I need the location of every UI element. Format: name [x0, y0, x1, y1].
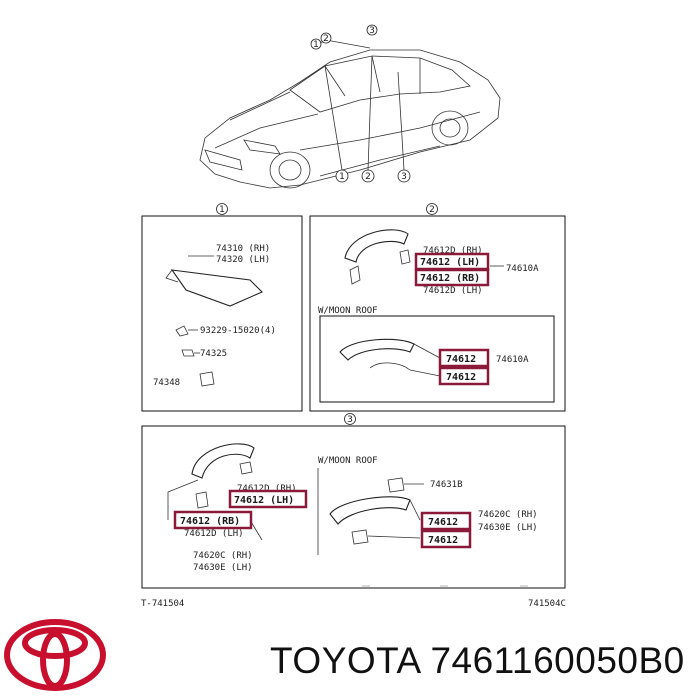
panel-3-highlight-lh [228, 489, 308, 509]
panel-1-label-93229: 93229-15020(4) [200, 326, 276, 336]
panel-2-label-74612-rb: 74612 (RB) [420, 273, 480, 284]
car-callout-top-3-text: 3 [369, 26, 375, 36]
figure-code-left: T-741504 [141, 599, 184, 609]
assist-grip-rear-part [191, 443, 255, 479]
panel-3-label-74620c: 74620C (RH) [193, 551, 253, 561]
panel-3-label-74612d-rh: 74612D (RH) [237, 484, 297, 494]
panel-3-label-74612-lh: 74612 (LH) [234, 495, 294, 506]
panel-3-highlight-rb [173, 510, 253, 530]
panel-1-frame [141, 215, 303, 412]
panel-3-sub-highlight-a [420, 511, 472, 531]
panel-2-sub-label-74610a: 74610A [496, 355, 529, 365]
panel-2: 2 74612D (RH) 74612 (LH) 74612 (RB) 7461… [309, 203, 566, 412]
car-callout-2-text: 2 [365, 172, 371, 182]
car-callout-top-2-text: 2 [323, 34, 329, 44]
panel-2-sub-highlight-a [438, 348, 490, 368]
panel-1-label-74310: 74310 (RH) [216, 244, 270, 254]
panel-3: 3 74612D (RH) 74612 (LH) 74612 (RB) 7461… [141, 413, 566, 589]
assist-grip-moonroof-part [339, 338, 415, 361]
panel-2-sub-highlight-b [438, 366, 490, 386]
car-callout-top-1: 1 [310, 38, 322, 50]
car-callout-1-text: 1 [339, 172, 345, 182]
car-callout-3: 3 [397, 169, 411, 183]
car-callout-1: 1 [335, 169, 349, 183]
panel-3-sub-label-74630e: 74630E (LH) [478, 523, 538, 533]
panel-2-sub-label-74612-a: 74612 [446, 354, 476, 365]
panel-3-ref: 3 [347, 415, 353, 425]
panel-1-label-74320: 74320 (LH) [216, 255, 270, 265]
panel-3-sub-label-74612-a: 74612 [428, 517, 458, 528]
panel-2-label-74610a: 74610A [506, 264, 539, 274]
assist-grip-part [344, 229, 409, 263]
panel-2-sub-frame [319, 315, 555, 403]
panel-2-label-74612-lh: 74612 (LH) [420, 257, 480, 268]
car-callout-top-3: 3 [366, 24, 378, 36]
panel-1-label-74325: 74325 [200, 349, 227, 359]
panel-3-label-74612-rb: 74612 (RB) [180, 516, 240, 527]
brand-part-number-caption: TOYOTA 7461160050B0 [270, 640, 685, 681]
car-callout-top-1-text: 1 [313, 40, 319, 50]
panel-2-highlight-rb [414, 268, 490, 287]
panel-1: 1 74310 (RH) 74320 (LH) 93229-15020(4) 7… [141, 203, 303, 412]
panel-2-label-74612d-lh: 74612D (LH) [423, 286, 483, 296]
panel-2-sub-label-74612-b: 74612 [446, 372, 476, 383]
panel-3-sub-highlight-b [420, 529, 472, 549]
car-illustration: 1 2 3 1 2 3 [199, 24, 501, 189]
panel-2-sub-title: W/MOON ROOF [318, 306, 378, 316]
toyota-logo-icon [4, 619, 106, 691]
panel-3-sub-title: W/MOON ROOF [318, 456, 378, 466]
panel-3-sub-label-74612-b: 74612 [428, 535, 458, 546]
figure-code-right: 741504C [528, 599, 566, 609]
panel-3-label-74630e: 74630E (LH) [193, 563, 253, 573]
panel-3-sub-label-74631b: 74631B [430, 480, 463, 490]
car-callout-3-text: 3 [401, 172, 407, 182]
assist-grip-rear-moonroof-part [329, 496, 411, 525]
car-callout-top-2: 2 [320, 32, 332, 44]
panel-1-ref: 1 [219, 205, 225, 215]
panel-2-label-74612d-rh: 74612D (RH) [423, 246, 483, 256]
panel-3-sub-label-74620c: 74620C (RH) [478, 510, 538, 520]
panel-2-ref: 2 [429, 205, 435, 215]
sun-visor-part [170, 269, 263, 307]
panel-1-label-74348: 74348 [153, 378, 180, 388]
car-callout-2: 2 [361, 169, 375, 183]
panel-3-label-74612d-lh: 74612D (LH) [184, 529, 244, 539]
